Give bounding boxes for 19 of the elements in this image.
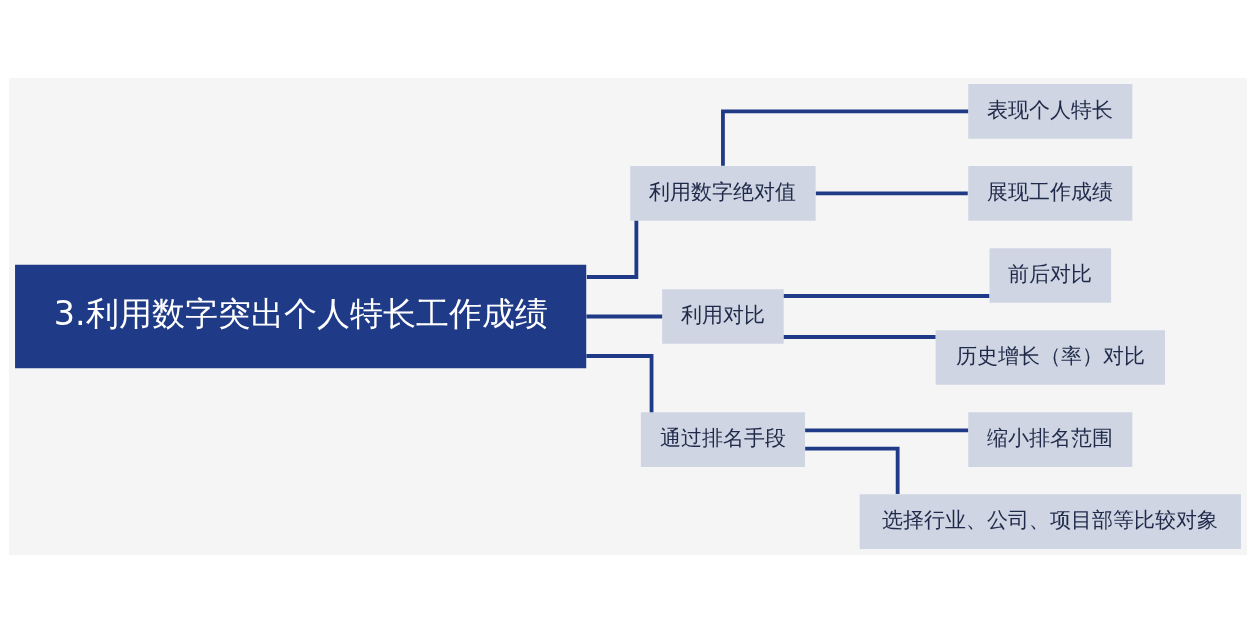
node-box: 选择行业、公司、项目部等比较对象 <box>859 493 1241 549</box>
node-box: 利用对比 <box>662 288 784 344</box>
connector <box>805 428 969 432</box>
connector <box>783 334 936 339</box>
connector <box>815 191 968 195</box>
node-box: 表现个人特长 <box>968 83 1133 139</box>
connector <box>805 446 900 494</box>
connector <box>783 293 990 298</box>
connector <box>586 314 663 318</box>
connector <box>586 220 639 279</box>
node-box: 前后对比 <box>989 247 1112 303</box>
node-box: 历史增长（率）对比 <box>935 329 1165 385</box>
node-box: 通过排名手段 <box>640 411 805 467</box>
node-box: 利用数字绝对值 <box>630 165 816 221</box>
connector <box>586 353 654 412</box>
node-box: 缩小排名范围 <box>968 411 1133 467</box>
node-box: 3.利用数字突出个人特长工作成绩 <box>15 264 587 368</box>
connector <box>721 109 969 166</box>
node-box: 展现工作成绩 <box>968 165 1133 221</box>
